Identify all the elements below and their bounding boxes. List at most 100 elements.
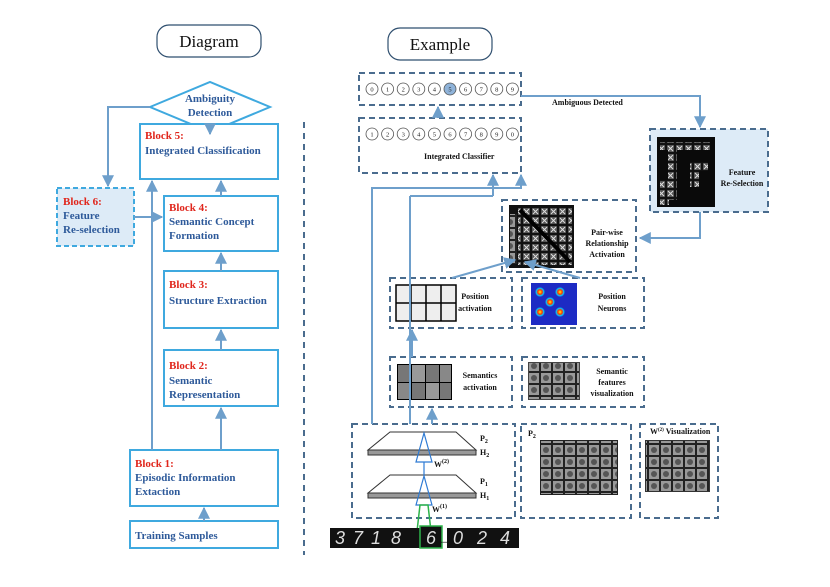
- position-activation-box: Position activation: [389, 277, 513, 329]
- block-3-line1: Structure Extraction: [169, 295, 267, 307]
- digit-sample: 7: [353, 528, 364, 548]
- classifier-circle: [412, 82, 426, 96]
- classifier-circle: [381, 127, 395, 141]
- position-activation-line2: activation: [458, 304, 492, 313]
- example-title: Example: [410, 35, 470, 54]
- classifier-circle-label: 0: [511, 132, 514, 139]
- block-2-title: Block 2:: [169, 360, 208, 372]
- ambiguity-line1: Ambiguity: [185, 93, 236, 105]
- semantic-features-line3: visualization: [590, 389, 634, 398]
- block-5-line1: Integrated Classification: [145, 145, 261, 157]
- feature-reselection-line1: Feature: [729, 168, 756, 177]
- classifier-circle-label: 0: [370, 87, 373, 94]
- pairwise-box: Pair-wise Relationship Activation: [501, 199, 637, 273]
- diagram-header: Diagram: [156, 24, 262, 58]
- semantics-activation-box: Semantics activation: [389, 356, 513, 408]
- pairwise-line2: Relationship: [585, 239, 629, 248]
- digit-sample: 1: [371, 528, 381, 548]
- block-2: Block 2: Semantic Representation: [163, 349, 279, 407]
- block-1-line2: Extaction: [135, 486, 180, 498]
- classifier-circle: [490, 82, 504, 96]
- position-neurons-line1: Position: [598, 292, 626, 301]
- block-2-line2: Representation: [169, 389, 240, 401]
- classifier-circle-label: 8: [495, 87, 498, 94]
- w1-label: W(1): [432, 503, 447, 514]
- pairwise-line1: Pair-wise: [591, 228, 623, 237]
- training-samples-label: Training Samples: [135, 530, 218, 542]
- classifier-circle: [427, 127, 441, 141]
- block-4-title: Block 4:: [169, 202, 208, 214]
- digit-sample: 4: [500, 528, 510, 548]
- block-4-line1: Semantic Concept: [169, 216, 255, 228]
- digit-sample: 2: [476, 528, 487, 548]
- classifier-circle-label: 3: [417, 87, 420, 94]
- position-neuron-dot: [555, 287, 565, 297]
- position-activation-line1: Position: [461, 292, 489, 301]
- position-neuron-dot: [535, 287, 545, 297]
- position-neurons-box: Position Neurons: [521, 277, 645, 329]
- position-neuron-dot: [545, 297, 555, 307]
- block-5-title: Block 5:: [145, 130, 184, 142]
- block-3: Block 3: Structure Extraction: [163, 270, 279, 329]
- classifier-circle: [443, 127, 457, 141]
- p2-panel: P2: [520, 423, 632, 519]
- left-arrows: [102, 106, 227, 521]
- classifier-circle-label: 9: [495, 132, 498, 139]
- classifier-circle-label: 6: [464, 87, 468, 94]
- p2-panel-label: P2: [528, 429, 536, 440]
- semantic-features-line1: Semantic: [596, 367, 628, 376]
- classifier-circle: [396, 82, 410, 96]
- classifier-circle-label: 1: [370, 132, 373, 139]
- block-3-title: Block 3:: [169, 279, 208, 291]
- block-1-title: Block 1:: [135, 458, 174, 470]
- digit-sample: 3: [335, 528, 345, 548]
- classifier-circle-label: 8: [480, 132, 483, 139]
- classifier-circle: [490, 127, 504, 141]
- ambiguous-detected-label: Ambiguous Detected: [552, 98, 623, 107]
- classifier-circle: [412, 127, 426, 141]
- classifier-circle: [459, 82, 473, 96]
- integrated-classifier-label: Integrated Classifier: [424, 152, 495, 161]
- training-samples: Training Samples: [129, 520, 279, 549]
- classifier-circle-label: 4: [417, 132, 421, 139]
- network-box: P2 H2 P1 H1 W(2) W(1): [351, 423, 516, 519]
- block-4-line2: Formation: [169, 230, 219, 242]
- classifier-circle: [474, 127, 488, 141]
- block-4: Block 4: Semantic Concept Formation: [163, 195, 279, 252]
- block-6-line2: Re-selection: [63, 224, 120, 236]
- position-neuron-dot: [555, 307, 565, 317]
- block-6-title: Block 6:: [63, 196, 102, 208]
- position-neurons-line2: Neurons: [598, 304, 627, 313]
- block-2-line1: Semantic: [169, 375, 213, 387]
- classifier-circle-label: 3: [402, 132, 405, 139]
- ambiguity-line2: Detection: [188, 107, 233, 119]
- block-6: Block 6: Feature Re-selection: [56, 187, 135, 247]
- classifier-circle: [474, 82, 488, 96]
- semantic-features-line2: features: [598, 378, 625, 387]
- classifier-circle-label: 9: [511, 87, 514, 94]
- classifier-circle: [396, 127, 410, 141]
- classifier-circle: [506, 127, 519, 141]
- classifier-circle-label: 4: [433, 87, 437, 94]
- classifier-circle-label: 7: [464, 132, 468, 139]
- semantic-features-box: Semantic features visualization: [521, 356, 645, 408]
- classifier-circle: [506, 82, 519, 96]
- classifier-circle-label: 5: [433, 132, 436, 139]
- right-arrows: [371, 95, 706, 424]
- classifier-circle-label: 2: [402, 87, 405, 94]
- digit-sample: 8: [391, 528, 401, 548]
- semantics-activation-line2: activation: [463, 383, 497, 392]
- classifier-circle-label: 6: [448, 132, 452, 139]
- position-neuron-dot: [535, 307, 545, 317]
- classifier-circle-label: 7: [480, 87, 484, 94]
- w2-label: W(2): [434, 458, 449, 469]
- example-header: Example: [387, 27, 493, 61]
- classifier-circle: [427, 82, 441, 96]
- classifier-circle-label: 1: [386, 87, 389, 94]
- pairwise-line3: Activation: [589, 250, 625, 259]
- digit-sample: 0: [453, 528, 463, 548]
